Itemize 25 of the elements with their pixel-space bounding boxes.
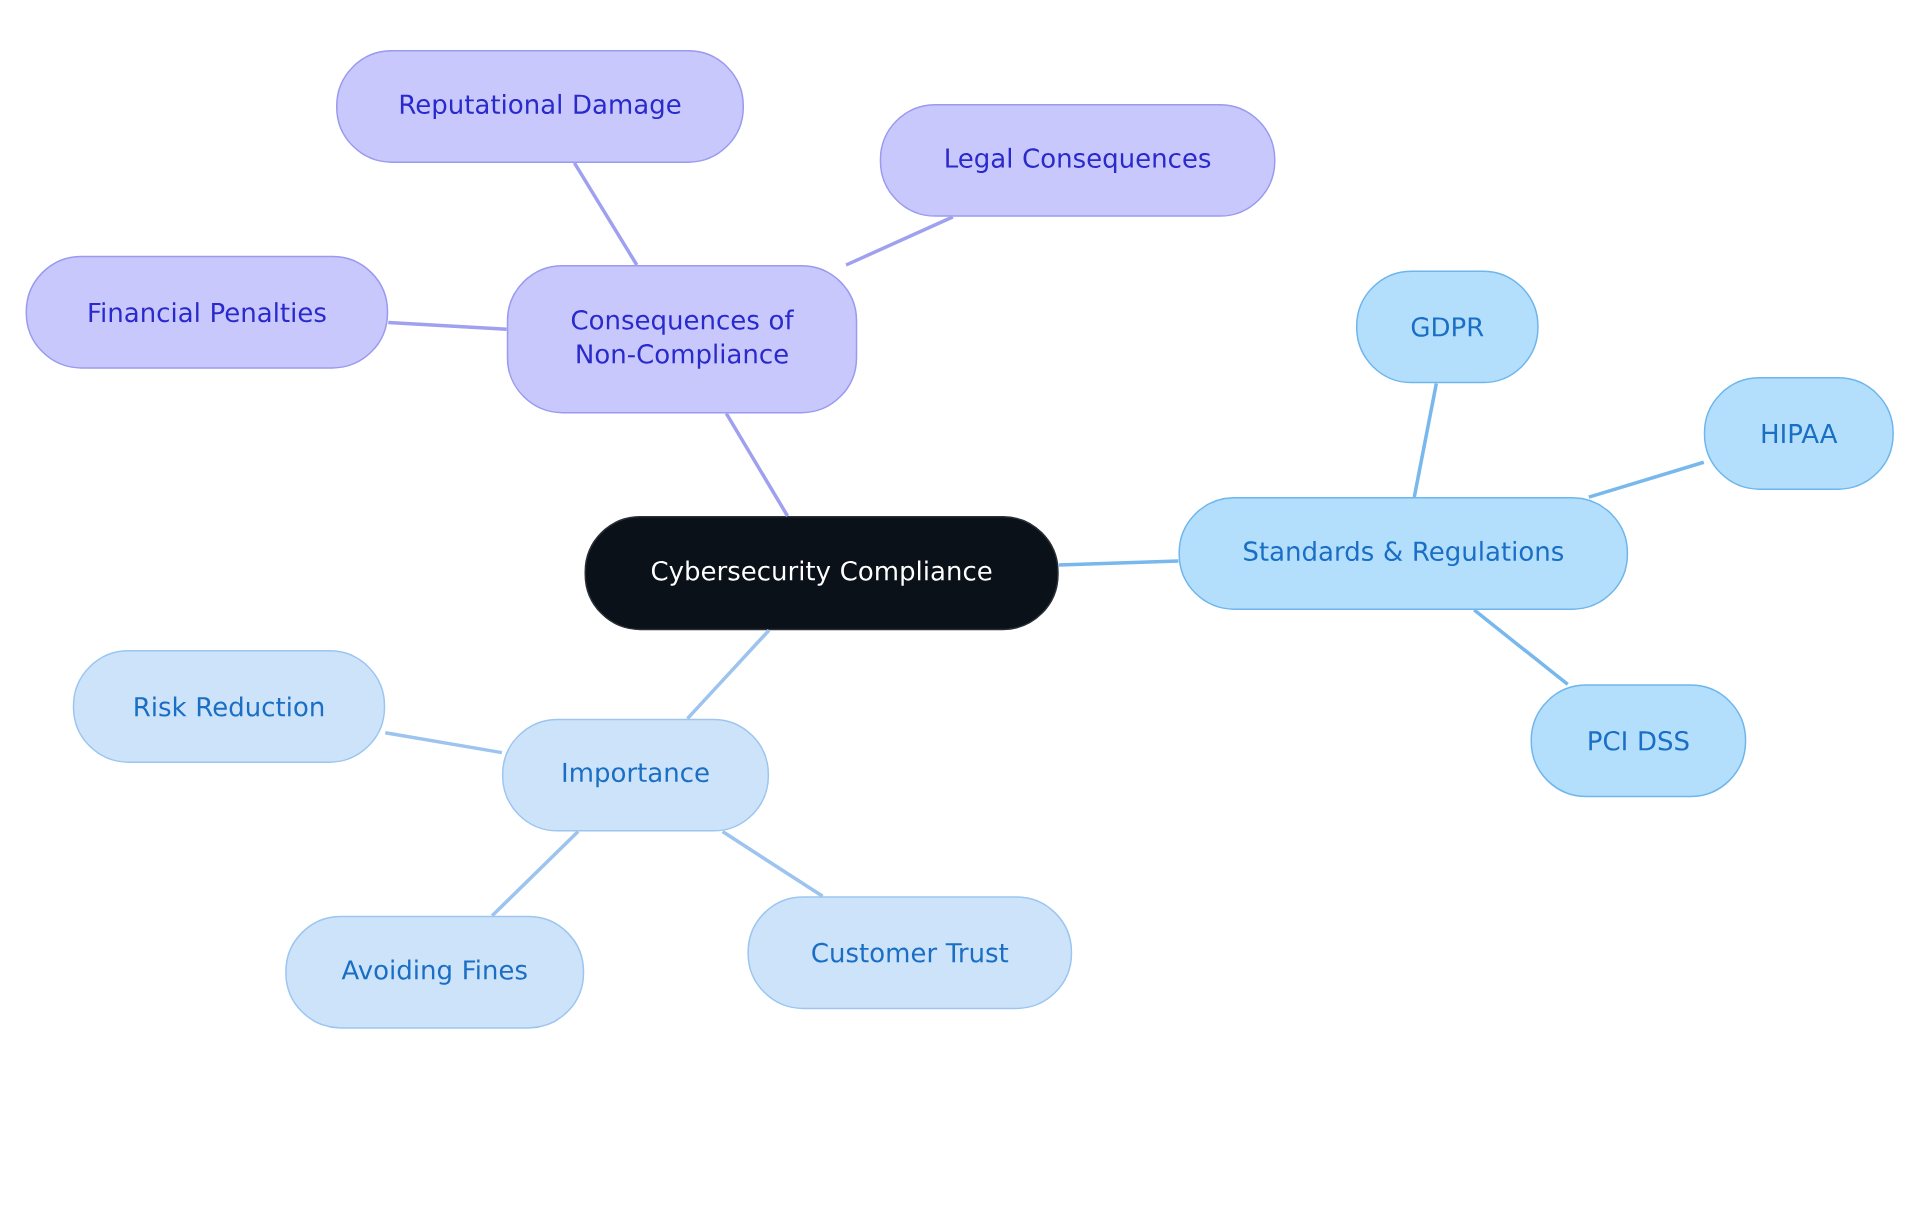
branch-box: Legal Consequences bbox=[879, 103, 1276, 217]
branch-box: Customer Trust bbox=[747, 896, 1073, 1010]
connector-line bbox=[1058, 559, 1179, 567]
branch-box: PCI DSS bbox=[1530, 684, 1747, 798]
connector-line bbox=[845, 215, 954, 267]
connector-line bbox=[490, 830, 580, 917]
connector-line bbox=[1473, 608, 1569, 686]
branch-box: Consequences of Non-Compliance bbox=[506, 265, 858, 414]
topic-box: Cybersecurity Compliance bbox=[584, 516, 1059, 631]
connector-line bbox=[572, 162, 639, 266]
branch-box: Importance bbox=[501, 718, 770, 832]
branch-box: Avoiding Fines bbox=[285, 915, 585, 1029]
connector-line bbox=[388, 320, 507, 331]
connector-line bbox=[686, 629, 771, 720]
branch-box: Risk Reduction bbox=[72, 650, 386, 763]
connector-line bbox=[721, 830, 824, 898]
connector-line bbox=[1588, 460, 1705, 499]
branch-box: Standards & Regulations bbox=[1178, 497, 1629, 610]
connector-line bbox=[1412, 383, 1439, 498]
connector-line bbox=[384, 731, 503, 755]
branch-box: GDPR bbox=[1355, 270, 1539, 384]
branch-box: Reputational Damage bbox=[336, 50, 744, 163]
connector-line bbox=[724, 412, 790, 517]
branch-box: HIPAA bbox=[1703, 377, 1894, 490]
branch-box: Financial Penalties bbox=[25, 255, 389, 369]
